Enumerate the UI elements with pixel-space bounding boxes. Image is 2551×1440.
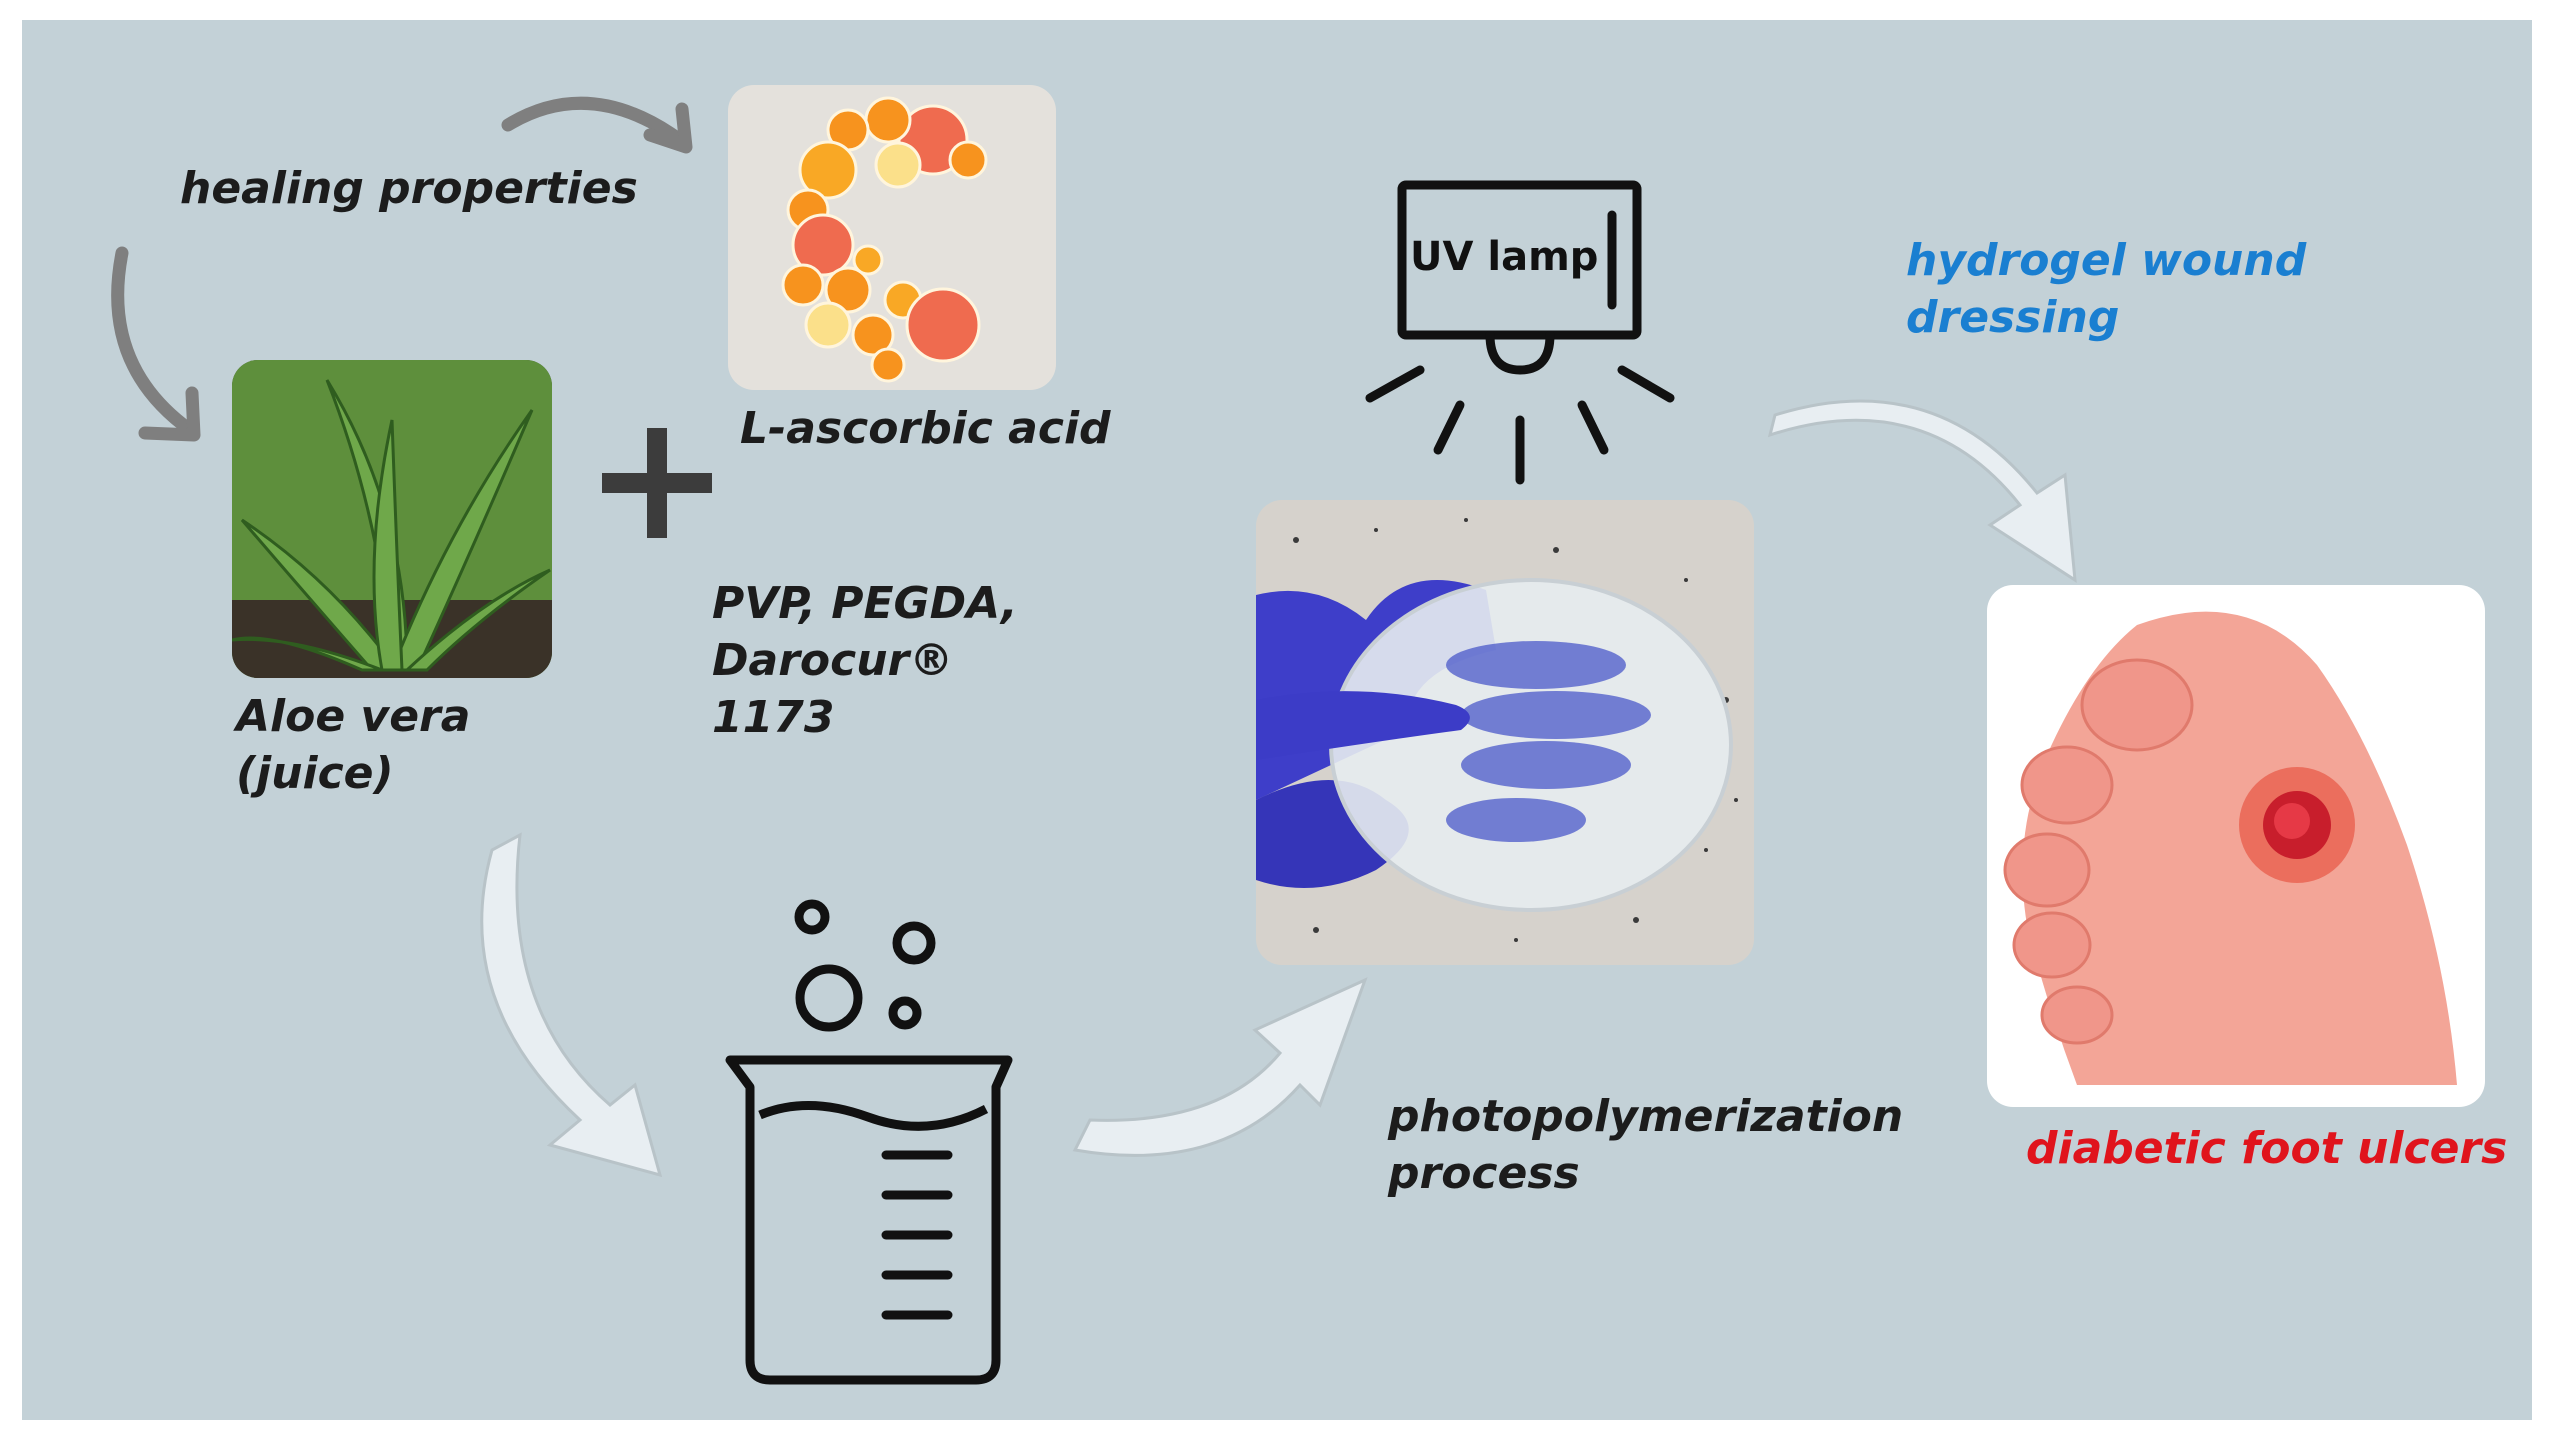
plus-icon [602,428,712,538]
uv-lamp-label: UV lamp [1410,234,1599,280]
photopolymerization-label-line1: photopolymerization [1388,1091,1904,1142]
curved-arrow-left [111,246,201,442]
beaker-icon [725,899,1013,1385]
orange-slices-c-icon [781,96,988,383]
hydrogel-photo [1256,500,1754,965]
aloe-vera-icon [232,360,552,678]
reagents-label-line2: Darocur® [712,635,954,686]
diabetic-foot-ulcers-label: diabetic foot ulcers [2026,1123,2508,1174]
photopolymerization-label-line2: process [1388,1148,1580,1199]
curved-arrow-top [501,96,693,154]
reagents-label-line1: PVP, PEGDA, [712,578,1018,629]
reagents-label-line3: 1173 [712,692,835,743]
hydrogel-label-line2: dressing [1906,292,2120,343]
flow-arrow-to-foot [1767,399,2077,583]
aloe-vera-photo [232,360,552,678]
flow-arrow-to-beaker [480,832,663,1178]
uv-lamp-icon [1365,180,1675,485]
l-ascorbic-acid-label: L-ascorbic acid [740,403,1111,454]
orange-slices-c-photo [728,85,1056,390]
aloe-vera-label-line1: Aloe vera [236,691,471,742]
flow-arrow-to-hydrogel [1072,977,1368,1157]
hydrogel-in-glove-icon [1256,518,1738,942]
foot-ulcer-icon [2003,611,2457,1085]
aloe-vera-label-line2: (juice) [236,748,394,799]
hydrogel-label-line1: hydrogel wound [1906,235,2307,286]
foot-ulcer-illustration [1987,585,2485,1107]
healing-properties-label: healing properties [180,163,638,214]
